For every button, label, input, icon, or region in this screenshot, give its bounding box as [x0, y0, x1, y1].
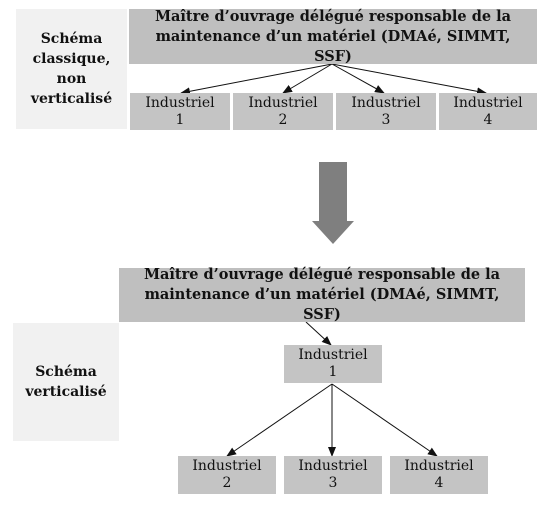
- connector-main-to-industriel-1: [305, 321, 332, 346]
- industriel-label: Industriel: [351, 94, 421, 111]
- side-label-classique: Schéma classique, non verticalisé: [16, 9, 127, 129]
- industriel-number: 4: [434, 475, 444, 491]
- industriel-number: 3: [328, 475, 338, 491]
- industriel-number: 3: [381, 111, 391, 128]
- connector-bottom-2: [226, 383, 333, 457]
- industriel-middle-1: Industriel 1: [284, 345, 382, 383]
- industriel-number: 2: [278, 111, 288, 128]
- connector-top-4: [331, 63, 487, 96]
- transition-arrow: [312, 162, 354, 244]
- industriel-number: 4: [483, 111, 493, 128]
- side-label-line: verticalisé: [30, 91, 113, 107]
- industriel-top-4: Industriel 4: [439, 93, 537, 130]
- industriel-label: Industriel: [145, 94, 215, 111]
- industriel-number: 2: [222, 475, 232, 491]
- side-label-line: classique,: [32, 51, 111, 67]
- industriel-label: Industriel: [192, 458, 262, 474]
- industriel-number: 1: [328, 364, 338, 380]
- connector-top-3: [331, 63, 385, 94]
- main-box-top: Maître d’ouvrage délégué responsable de …: [129, 7, 537, 65]
- connector-top-2: [282, 63, 333, 94]
- side-label-verticalise: Schéma verticalisé: [13, 323, 119, 441]
- side-label-line: verticalisé: [25, 384, 107, 400]
- industriel-top-2: Industriel 2: [233, 93, 333, 130]
- main-box-line: Maître d’ouvrage délégué responsable de …: [143, 266, 501, 283]
- side-label-line: Schéma: [40, 31, 103, 47]
- industriel-bottom-4: Industriel 4: [390, 456, 488, 494]
- connector-bottom-4: [331, 383, 438, 457]
- industriel-bottom-2: Industriel 2: [178, 456, 276, 494]
- main-box-bottom: Maître d’ouvrage délégué responsable de …: [119, 266, 525, 323]
- main-box-line: Maître d’ouvrage délégué responsable de …: [154, 7, 512, 25]
- industriel-label: Industriel: [248, 94, 318, 111]
- industriel-label: Industriel: [298, 347, 368, 363]
- main-box-line: maintenance d’un matériel (DMAé, SIMMT, …: [144, 286, 500, 323]
- industriel-number: 1: [175, 111, 185, 128]
- industriel-label: Industriel: [298, 458, 368, 474]
- side-label-line: non: [56, 71, 87, 87]
- industriel-label: Industriel: [453, 94, 523, 111]
- industriel-top-3: Industriel 3: [336, 93, 436, 130]
- industriel-label: Industriel: [404, 458, 474, 474]
- industriel-top-1: Industriel 1: [130, 93, 230, 130]
- industriel-bottom-3: Industriel 3: [284, 456, 382, 494]
- side-label-line: Schéma: [35, 364, 97, 380]
- connector-top-1: [180, 63, 333, 96]
- main-box-line: maintenance d’un matériel (DMAé, SIMMT, …: [155, 27, 511, 65]
